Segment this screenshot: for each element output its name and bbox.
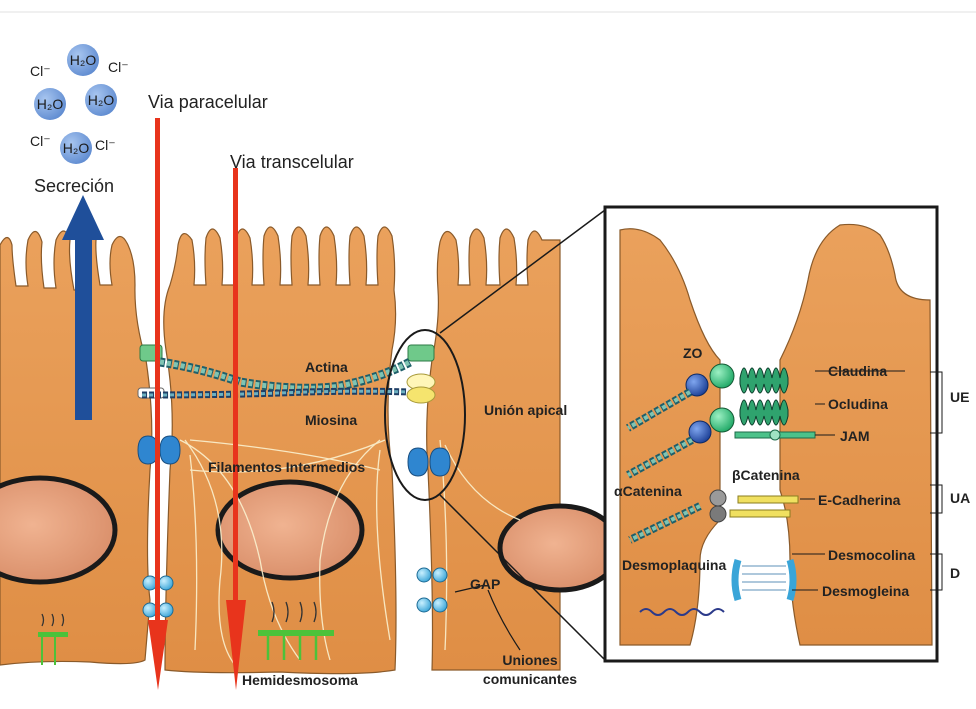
zo-label: ZO <box>683 345 703 361</box>
molecules-cluster: H₂O H₂O H₂O H₂O Cl⁻ Cl⁻ Cl⁻ Cl⁻ <box>30 44 129 164</box>
ue-label: UE <box>950 389 969 405</box>
d-label: D <box>950 565 960 581</box>
h2o-label: H₂O <box>88 92 115 108</box>
cl-label: Cl⁻ <box>95 137 116 153</box>
cl-label: Cl⁻ <box>30 133 51 149</box>
secrecion-label: Secreción <box>34 176 114 196</box>
union-apical-label: Unión apical <box>484 402 567 418</box>
ua-label: UA <box>950 490 970 506</box>
gap-label: GAP <box>470 576 500 592</box>
ocludina-label: Ocludina <box>828 396 888 412</box>
miosina-label: Miosina <box>305 412 357 428</box>
nucleus-middle <box>218 482 362 578</box>
desmocolina-label: Desmocolina <box>828 547 915 563</box>
claudina-label: Claudina <box>828 363 887 379</box>
h2o-label: H₂O <box>63 140 90 156</box>
h2o-label: H₂O <box>70 52 97 68</box>
cell-right <box>427 229 620 670</box>
uniones-label-line1: Uniones <box>502 652 557 668</box>
uniones-label-line2: comunicantes <box>483 671 577 687</box>
actina-label: Actina <box>305 359 348 375</box>
filamentos-label: Filamentos Intermedios <box>208 459 365 475</box>
jam-protein <box>735 430 815 440</box>
jam-label: JAM <box>840 428 870 444</box>
nucleus-left <box>0 478 115 582</box>
h2o-label: H₂O <box>37 96 64 112</box>
via-transcelular-label: Via transcelular <box>230 152 354 172</box>
hemidesmosoma-label: Hemidesmosoma <box>242 672 358 688</box>
desmoplaquina-label: Desmoplaquina <box>622 557 726 573</box>
alpha-catenina-label: αCatenina <box>614 483 682 499</box>
cl-label: Cl⁻ <box>30 63 51 79</box>
cl-label: Cl⁻ <box>108 59 129 75</box>
e-cadherina-label: E-Cadherina <box>818 492 901 508</box>
cell-middle <box>164 227 396 674</box>
desmogleina-label: Desmogleina <box>822 583 909 599</box>
beta-catenina-label: βCatenina <box>732 467 800 483</box>
via-paracelular-label: Via paracelular <box>148 92 268 112</box>
